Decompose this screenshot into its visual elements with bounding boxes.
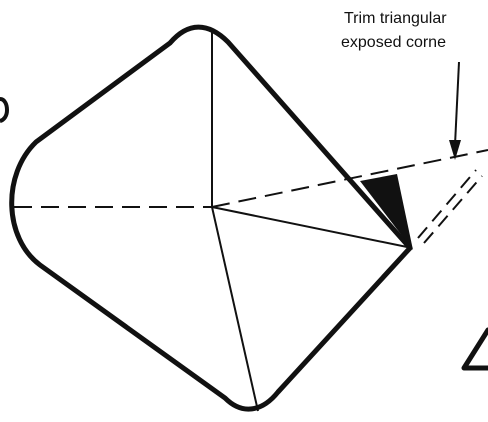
annotation-arrow-shaft <box>454 61 460 146</box>
fold-line-right <box>211 206 413 249</box>
annotation-line-2: exposed corne <box>341 34 446 51</box>
partial-shape-edge <box>461 327 488 371</box>
dashed-line-upper-right <box>211 149 488 208</box>
fold-line-bottom <box>211 206 259 412</box>
annotation-line-1: Trim triangular <box>344 10 447 27</box>
annotation-arrowhead <box>449 140 461 160</box>
rounded-diamond-outline <box>9 24 413 412</box>
partial-mark-left-edge <box>0 97 10 123</box>
trim-triangle <box>360 174 413 250</box>
double-dash-line-b <box>423 175 483 244</box>
double-dash-line-a <box>417 169 477 239</box>
